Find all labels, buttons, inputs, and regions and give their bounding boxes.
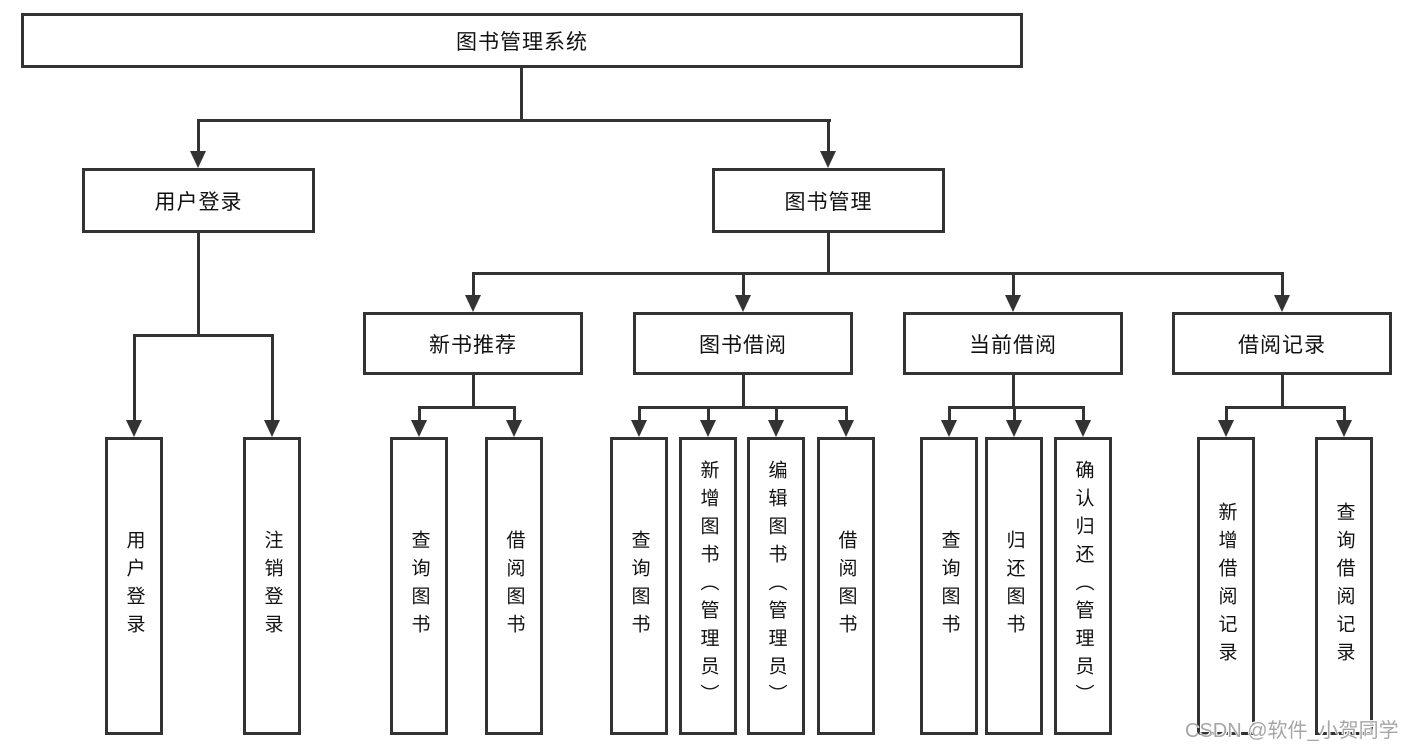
node-label: 借阅图书 [835,530,857,642]
connector-line [197,233,200,336]
arrowhead-down-icon [700,420,716,437]
node-label: 当前借阅 [969,333,1057,357]
connector-line [197,119,200,153]
connector-line [1281,375,1284,408]
leaf-borrow-book: 借阅图书 [817,437,875,735]
node-user-login: 用户登录 [82,168,315,233]
connector-line [827,119,830,153]
node-label: 图书管理 [784,190,873,214]
node-label: 注销登录 [261,530,283,642]
leaf-add-borrow-record: 新增借阅记录 [1197,437,1255,735]
node-library-management-system: 图书管理系统 [21,13,1023,68]
arrowhead-down-icon [190,151,206,168]
node-current-borrowing: 当前借阅 [903,312,1123,375]
connector-line [742,375,745,408]
arrowhead-down-icon [264,420,280,437]
connector-line [827,233,830,274]
connector-line [472,272,475,297]
connector-line [638,406,641,422]
arrowhead-down-icon [1218,420,1234,437]
arrowhead-down-icon [631,420,647,437]
connector-line [133,334,136,422]
leaf-query-book-current: 查询图书 [920,437,978,735]
node-label: 新增借阅记录 [1215,502,1237,670]
arrowhead-down-icon [941,420,957,437]
connector-line [133,334,274,337]
node-label: 借阅图书 [503,530,525,642]
connector-line [1012,272,1015,297]
connector-line [472,375,475,408]
leaf-borrow-book-recommend: 借阅图书 [485,437,543,735]
node-book-borrowing: 图书借阅 [633,312,853,375]
arrowhead-down-icon [768,420,784,437]
connector-line [1343,406,1346,422]
node-label: 查询图书 [938,530,960,642]
arrowhead-down-icon [838,420,854,437]
connector-line [1012,375,1015,408]
arrowhead-down-icon [411,420,427,437]
connector-line [707,406,710,422]
node-label: 借阅记录 [1238,333,1326,357]
leaf-add-book-admin: 新增图书（管理员） [679,437,737,735]
node-label: 查询借阅记录 [1333,502,1355,670]
node-book-management: 图书管理 [712,168,945,233]
connector-line [418,406,421,422]
node-label: 图书管理系统 [456,30,588,54]
leaf-user-login: 用户登录 [105,437,163,735]
arrowhead-down-icon [1006,420,1022,437]
connector-line [1082,406,1085,422]
leaf-query-book-recommend: 查询图书 [390,437,448,735]
connector-line [742,272,745,297]
node-label: 查询图书 [628,530,650,642]
node-label: 图书借阅 [699,333,787,357]
connector-line [948,406,1084,409]
arrowhead-down-icon [1005,295,1021,312]
connector-line [418,406,516,409]
node-label: 编辑图书（管理员） [765,460,787,712]
connector-line [1225,406,1228,422]
connector-line [775,406,778,422]
arrowhead-down-icon [735,295,751,312]
connector-line [197,119,831,122]
leaf-return-book: 归还图书 [985,437,1043,735]
arrowhead-down-icon [820,151,836,168]
node-label: 用户登录 [123,530,145,642]
leaf-confirm-return-admin: 确认归还（管理员） [1054,437,1112,735]
arrowhead-down-icon [1336,420,1352,437]
leaf-query-borrow-record: 查询借阅记录 [1315,437,1373,735]
arrowhead-down-icon [465,295,481,312]
connector-line [271,334,274,422]
node-label: 查询图书 [408,530,430,642]
node-label: 新增图书（管理员） [697,460,719,712]
leaf-query-book-borrow: 查询图书 [610,437,668,735]
node-borrowing-records: 借阅记录 [1172,312,1392,375]
arrowhead-down-icon [506,420,522,437]
connector-line [638,406,847,409]
node-label: 新书推荐 [429,333,517,357]
node-label: 确认归还（管理员） [1072,460,1094,712]
arrowhead-down-icon [126,420,142,437]
connector-line [513,406,516,422]
connector-line [520,68,523,120]
arrowhead-down-icon [1274,295,1290,312]
node-label: 归还图书 [1003,530,1025,642]
connector-line [845,406,848,422]
leaf-edit-book-admin: 编辑图书（管理员） [747,437,805,735]
csdn-watermark: CSDN @软件_小贺同学 [1185,720,1399,742]
connector-line [1225,406,1346,409]
connector-line [472,272,1284,275]
leaf-logout: 注销登录 [243,437,301,735]
node-label: 用户登录 [154,190,243,214]
arrowhead-down-icon [1075,420,1091,437]
node-new-book-recommend: 新书推荐 [363,312,583,375]
connector-line [1013,406,1016,422]
connector-line [948,406,951,422]
connector-line [1281,272,1284,297]
